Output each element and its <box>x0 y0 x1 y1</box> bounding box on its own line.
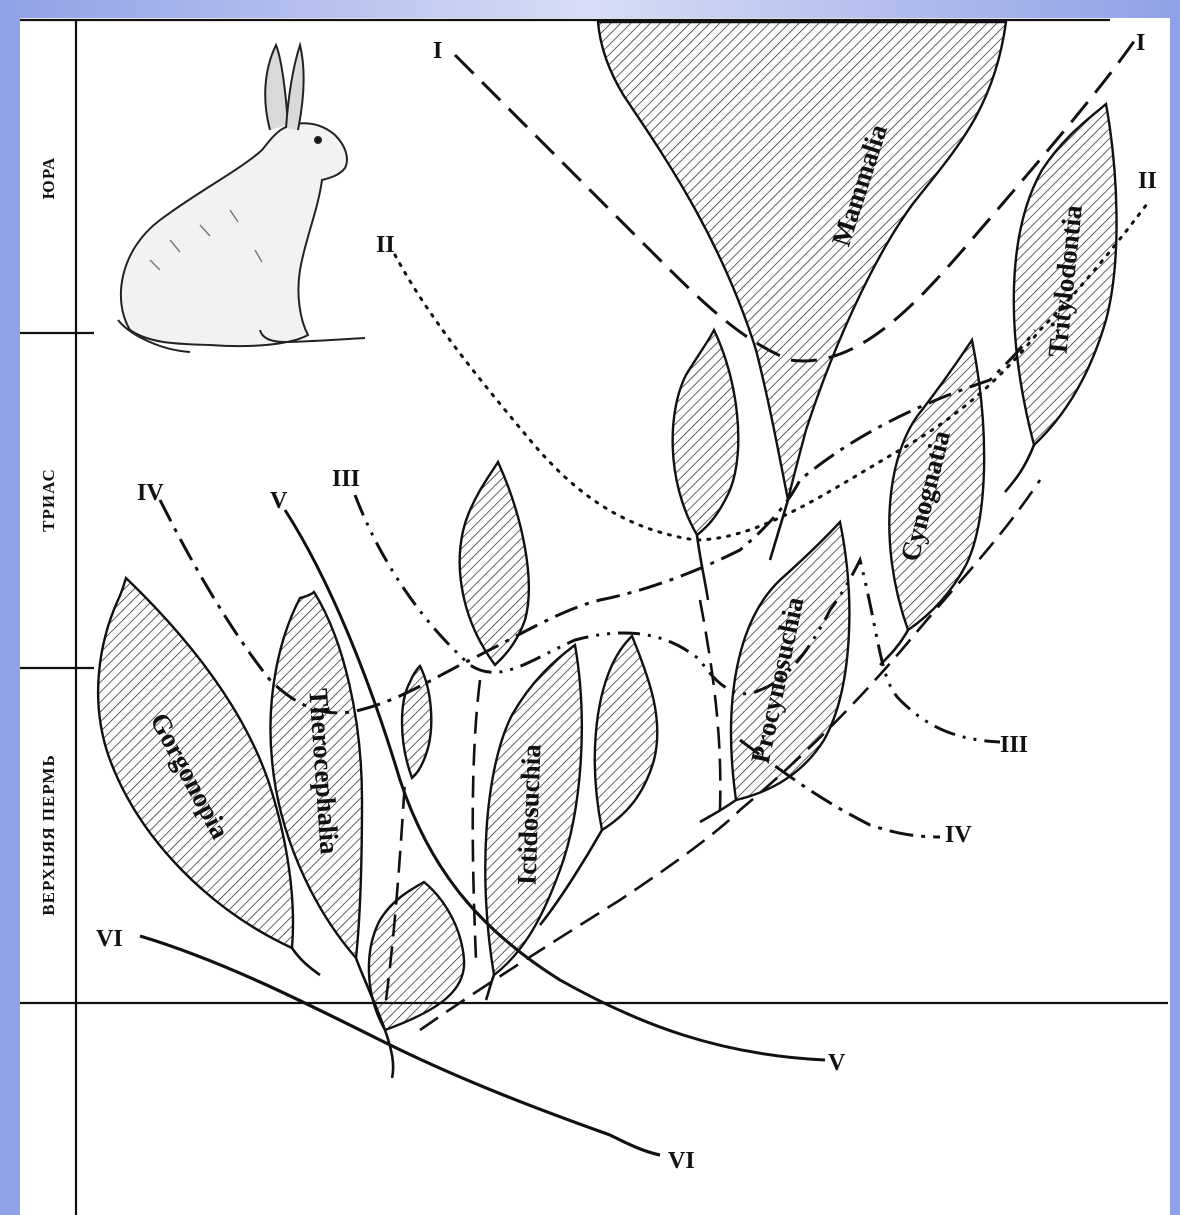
line-label-ii-end: II <box>1138 168 1157 194</box>
line-label-vi-end: VI <box>668 1148 695 1174</box>
period-label-trias: ТРИАС <box>39 468 58 532</box>
line-label-v-end: V <box>828 1050 846 1076</box>
line-label-i-end: I <box>1136 30 1145 56</box>
period-label-upper-perm: ВЕРХНЯЯ ПЕРМЬ <box>39 754 58 915</box>
line-label-ii-start: II <box>376 232 395 258</box>
taxon-label-ictidosuchia: Ictidosuchia <box>512 743 547 885</box>
line-label-iii-start: III <box>332 466 360 492</box>
line-label-v-start: V <box>270 488 288 514</box>
line-label-iii-end: III <box>1000 732 1028 758</box>
period-label-jura: ЮРА <box>39 157 58 200</box>
line-label-iv-start: IV <box>137 480 164 506</box>
line-label-i-start: I <box>433 38 442 64</box>
line-label-vi-start: VI <box>96 926 123 952</box>
line-label-iv-end: IV <box>945 822 972 848</box>
